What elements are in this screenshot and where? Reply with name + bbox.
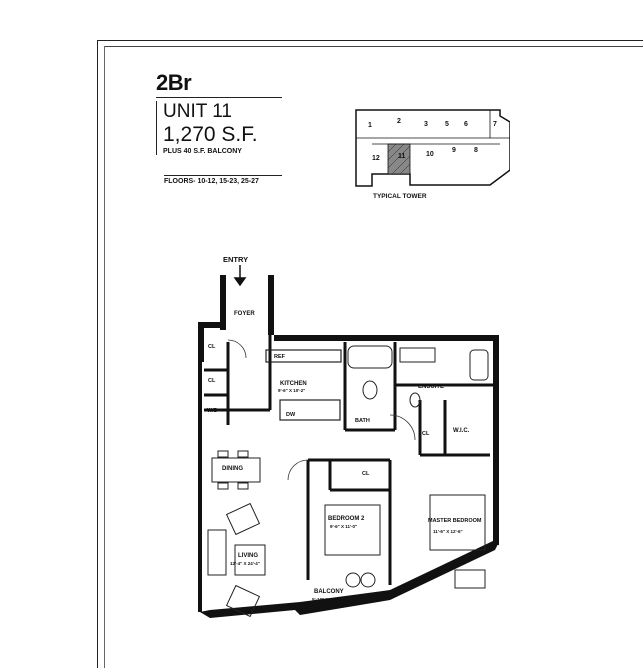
door-swings: [227, 339, 416, 481]
bath-fixtures: [347, 345, 489, 408]
living-label: LIVING: [238, 553, 258, 559]
key-plan: 1 2 3 5 6 7 8 9 10 11 12: [355, 109, 510, 187]
key-plan-num-3: 3: [424, 121, 428, 128]
key-plan-num-7: 7: [493, 121, 497, 128]
page-border-top: [97, 40, 643, 41]
entry-label: ENTRY: [223, 255, 248, 264]
closet-label-2: CL: [208, 378, 216, 384]
master-bedroom-dimension: 11'-6" X 12'-6": [433, 529, 463, 534]
key-plan-num-6: 6: [464, 121, 468, 128]
foyer-label: FOYER: [234, 311, 255, 317]
unit-info-box: UNIT 11 1,270 S.F. PLUS 40 S.F. BALCONY: [156, 101, 281, 155]
closet-label-1: CL: [208, 344, 216, 350]
key-plan-num-8: 8: [474, 147, 478, 154]
key-plan-label: TYPICAL TOWER: [373, 193, 427, 200]
living-dimension: 12'-4" X 24'-4": [230, 561, 260, 566]
key-plan-num-2: 2: [397, 118, 401, 125]
key-plan-num-12: 12: [372, 155, 380, 162]
key-plan-num-1: 1: [368, 122, 372, 129]
kitchen-counters: [265, 349, 342, 421]
key-plan-outline: [355, 109, 510, 187]
key-plan-num-5: 5: [445, 121, 449, 128]
unit-name: UNIT 11: [163, 101, 232, 122]
floors-list: FLOORS- 10-12, 15-23, 25-27: [164, 175, 282, 185]
unit-title-block: 2Br UNIT 11 1,270 S.F. PLUS 40 S.F. BALC…: [156, 70, 286, 155]
wic-label: W.I.C.: [453, 428, 470, 434]
floor-plan: ENTRY FOYER CL CL W/D REF KITCHEN 9'-6" …: [198, 255, 499, 618]
kitchen-dimension: 9'-6" X 10'-2": [278, 388, 305, 393]
ensuite-label: ENSUITE: [418, 384, 444, 390]
bedroom2-dimension: 9'-6" X 11'-0": [330, 524, 357, 529]
unit-area: 1,270 S.F.: [163, 123, 258, 146]
exterior-walls: [198, 275, 499, 612]
living-furniture: [207, 502, 266, 618]
closet-label-4: CL: [362, 471, 370, 477]
dining-table: [211, 450, 261, 490]
page-border-left-inner: [104, 46, 105, 668]
entry-arrow-icon: [233, 265, 247, 287]
fridge-label: REF: [274, 354, 286, 360]
interior-walls: [204, 328, 493, 585]
page-border-left: [97, 40, 98, 668]
exterior-wall-bottom: [200, 540, 499, 618]
key-plan-num-9: 9: [452, 147, 456, 154]
balcony-label: BALCONY: [314, 589, 344, 595]
closet-label-3: CL: [422, 431, 430, 437]
page-border-top-inner: [104, 46, 643, 47]
bedroom-furniture: [324, 494, 486, 589]
bedroom-type: 2Br: [156, 70, 282, 98]
bedroom2-label: BEDROOM 2: [328, 516, 365, 522]
key-plan-num-10: 10: [426, 151, 434, 158]
dining-label: DINING: [222, 466, 243, 472]
key-plan-hatch: [387, 143, 411, 175]
kitchen-label: KITCHEN: [280, 381, 307, 387]
master-bedroom-label: MASTER BEDROOM: [428, 518, 482, 524]
bath-label: BATH: [355, 418, 370, 424]
washer-dryer-label: W/D: [207, 408, 218, 414]
balcony-dimension: 5'-10" X 4'-2": [312, 597, 339, 602]
dishwasher-label: DW: [286, 412, 296, 418]
balcony-note: PLUS 40 S.F. BALCONY: [163, 148, 242, 155]
key-plan-num-11: 11: [398, 153, 406, 160]
